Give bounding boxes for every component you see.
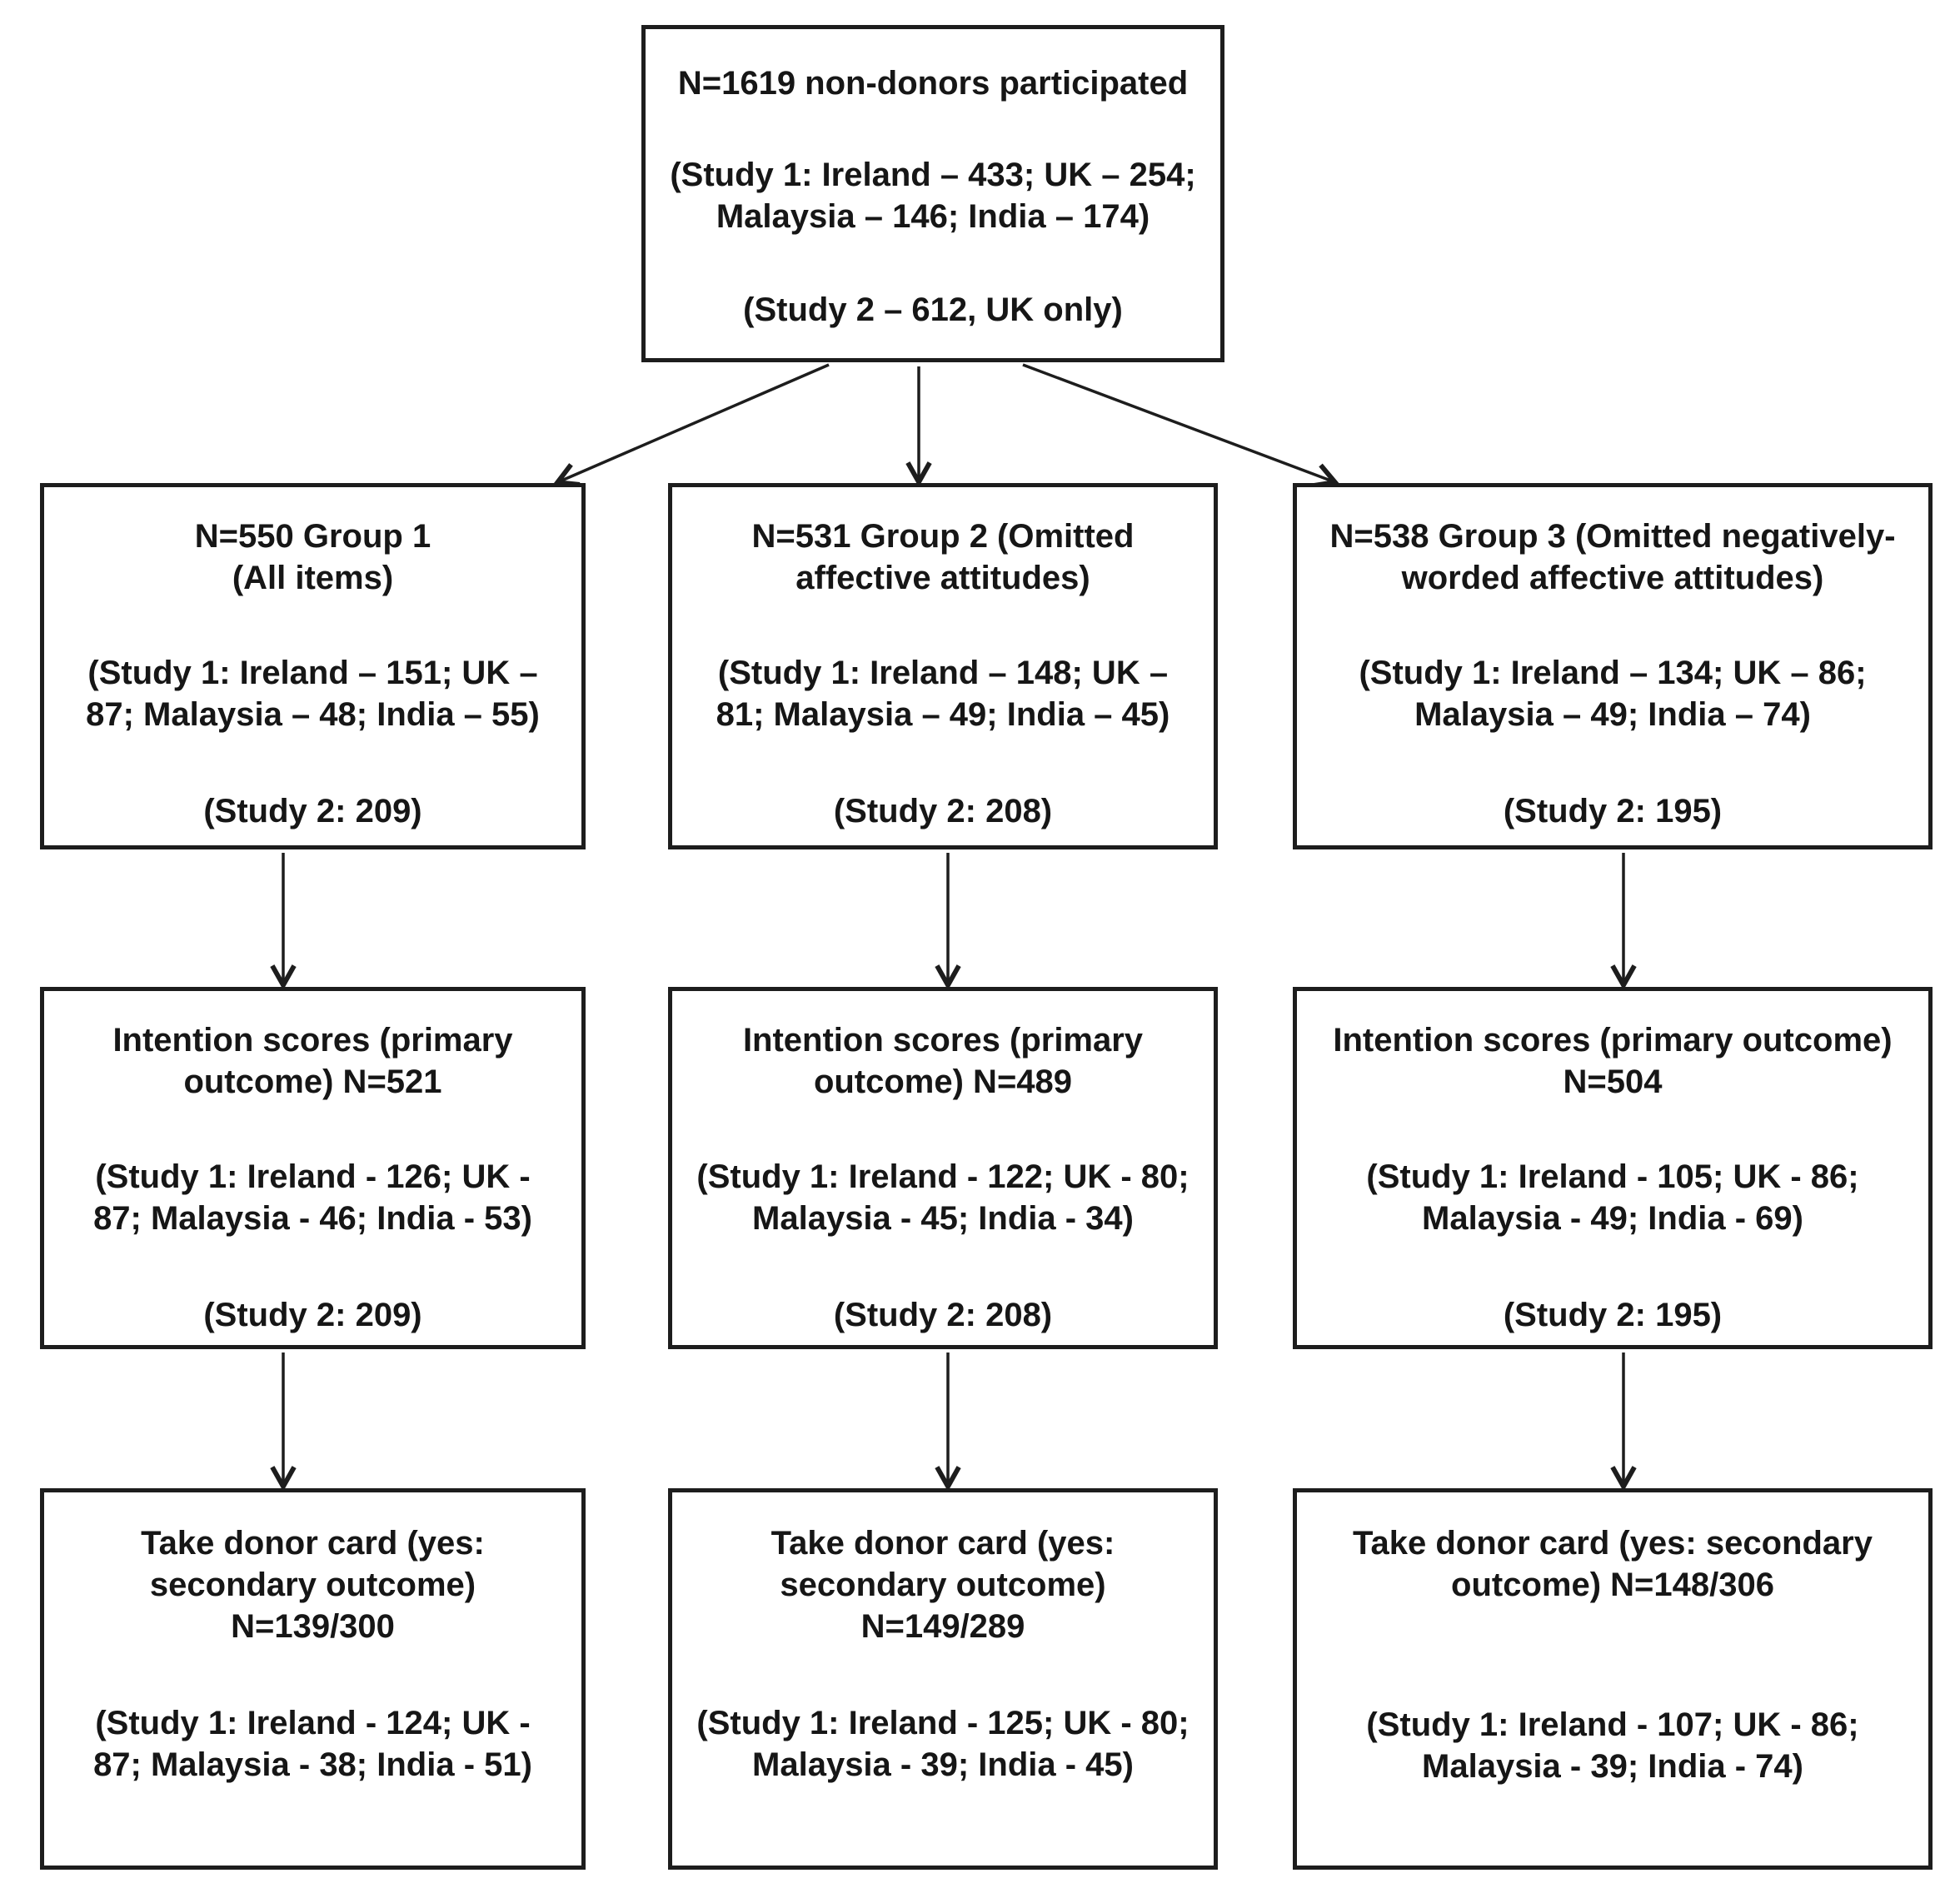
group2-study1-counts: (Study 1: Ireland – 148; UK – 81; Malays…: [716, 655, 1170, 733]
intention3-study1-counts: (Study 1: Ireland - 105; UK - 86; Malays…: [1366, 1158, 1859, 1237]
box-intention-2: Intention scores (primary outcome) N=489…: [668, 987, 1218, 1349]
donor1-title: Take donor card (yes: secondary outcome)…: [141, 1525, 485, 1645]
donor2-title: Take donor card (yes: secondary outcome)…: [771, 1525, 1115, 1645]
intention2-title: Intention scores (primary outcome) N=489: [742, 1022, 1144, 1100]
intention1-title: Intention scores (primary outcome) N=521: [112, 1022, 513, 1100]
box-group-2: N=531 Group 2 (Omitted affective attitud…: [668, 483, 1218, 849]
box-intention-3: Intention scores (primary outcome) N=504…: [1293, 987, 1933, 1349]
arrow-root-to-group1: [560, 363, 830, 481]
box-group-3: N=538 Group 3 (Omitted negatively- worde…: [1293, 483, 1933, 849]
enrollment-study1-counts: (Study 1: Ireland – 433; UK – 254; Malay…: [670, 157, 1196, 235]
group3-study1-counts: (Study 1: Ireland – 134; UK – 86; Malays…: [1359, 655, 1867, 733]
box-donor-card-1: Take donor card (yes: secondary outcome)…: [40, 1488, 586, 1870]
box-donor-card-3: Take donor card (yes: secondary outcome)…: [1293, 1488, 1933, 1870]
box-intention-1: Intention scores (primary outcome) N=521…: [40, 987, 586, 1349]
box-enrollment: N=1619 non-donors participated (Study 1:…: [641, 25, 1224, 362]
group3-study2-counts: (Study 2: 195): [1503, 793, 1723, 829]
intention2-study2-counts: (Study 2: 208): [833, 1297, 1053, 1333]
enrollment-study2-counts: (Study 2 – 612, UK only): [743, 291, 1123, 328]
intention1-study1-counts: (Study 1: Ireland - 126; UK - 87; Malays…: [93, 1158, 532, 1237]
group2-study2-counts: (Study 2: 208): [833, 793, 1053, 829]
enrollment-title: N=1619 non-donors participated: [677, 65, 1189, 102]
intention3-study2-counts: (Study 2: 195): [1503, 1297, 1723, 1333]
donor3-study1-counts: (Study 1: Ireland - 107; UK - 86; Malays…: [1366, 1706, 1859, 1785]
box-donor-card-2: Take donor card (yes: secondary outcome)…: [668, 1488, 1218, 1870]
intention3-title: Intention scores (primary outcome) N=504: [1333, 1022, 1893, 1100]
group2-title: N=531 Group 2 (Omitted affective attitud…: [751, 518, 1135, 596]
box-group-1: N=550 Group 1 (All items) (Study 1: Irel…: [40, 483, 586, 849]
intention2-study1-counts: (Study 1: Ireland - 122; UK - 80; Malays…: [696, 1158, 1189, 1237]
group3-title: N=538 Group 3 (Omitted negatively- worde…: [1329, 518, 1896, 596]
group1-study1-counts: (Study 1: Ireland – 151; UK – 87; Malays…: [86, 655, 540, 733]
donor2-study1-counts: (Study 1: Ireland - 125; UK - 80; Malays…: [696, 1705, 1189, 1783]
group1-title: N=550 Group 1 (All items): [194, 518, 431, 596]
donor3-title: Take donor card (yes: secondary outcome)…: [1353, 1525, 1873, 1603]
intention1-study2-counts: (Study 2: 209): [203, 1297, 422, 1333]
donor1-study1-counts: (Study 1: Ireland - 124; UK - 87; Malays…: [93, 1705, 532, 1783]
group1-study2-counts: (Study 2: 209): [203, 793, 422, 829]
arrow-root-to-group3: [1022, 363, 1333, 481]
